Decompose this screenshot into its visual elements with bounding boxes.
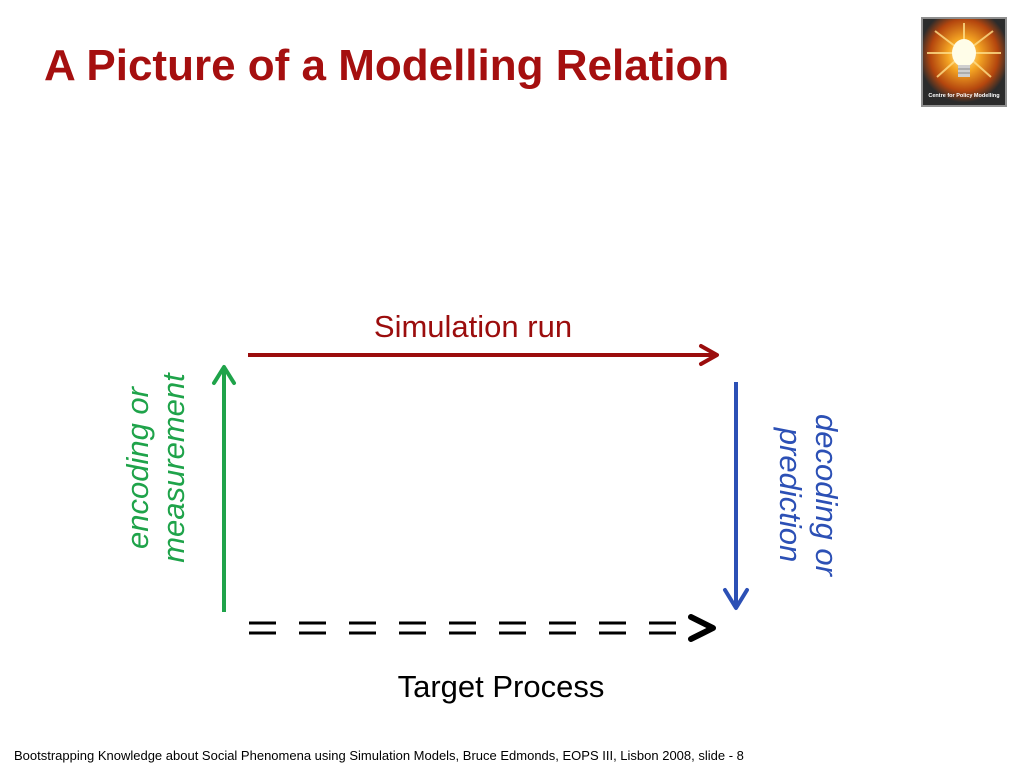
encoding-arrowhead — [212, 365, 236, 385]
slide-title: A Picture of a Modelling Relation — [44, 41, 730, 90]
target-process-label: Target Process — [397, 669, 605, 704]
target-process-dashed-arrow — [249, 621, 676, 635]
encoding-label-line2: measurement — [156, 373, 191, 563]
slide-footer: Bootstrapping Knowledge about Social Phe… — [14, 748, 744, 763]
lightbulb-icon — [923, 19, 1005, 105]
decoding-arrowhead — [723, 588, 749, 610]
logo-caption: Centre for Policy Modelling — [928, 93, 1000, 99]
decoding-label-line2: prediction — [773, 427, 808, 563]
encoding-label: encoding or measurement — [120, 348, 192, 588]
target-arrowhead — [688, 614, 716, 642]
logo: Centre for Policy Modelling — [921, 17, 1007, 107]
simulation-arrowhead — [699, 344, 719, 366]
decoding-label-line1: decoding or — [809, 413, 844, 576]
decoding-label: decoding or prediction — [772, 375, 844, 615]
encoding-label-line1: encoding or — [120, 387, 155, 550]
simulation-run-label: Simulation run — [373, 309, 573, 344]
